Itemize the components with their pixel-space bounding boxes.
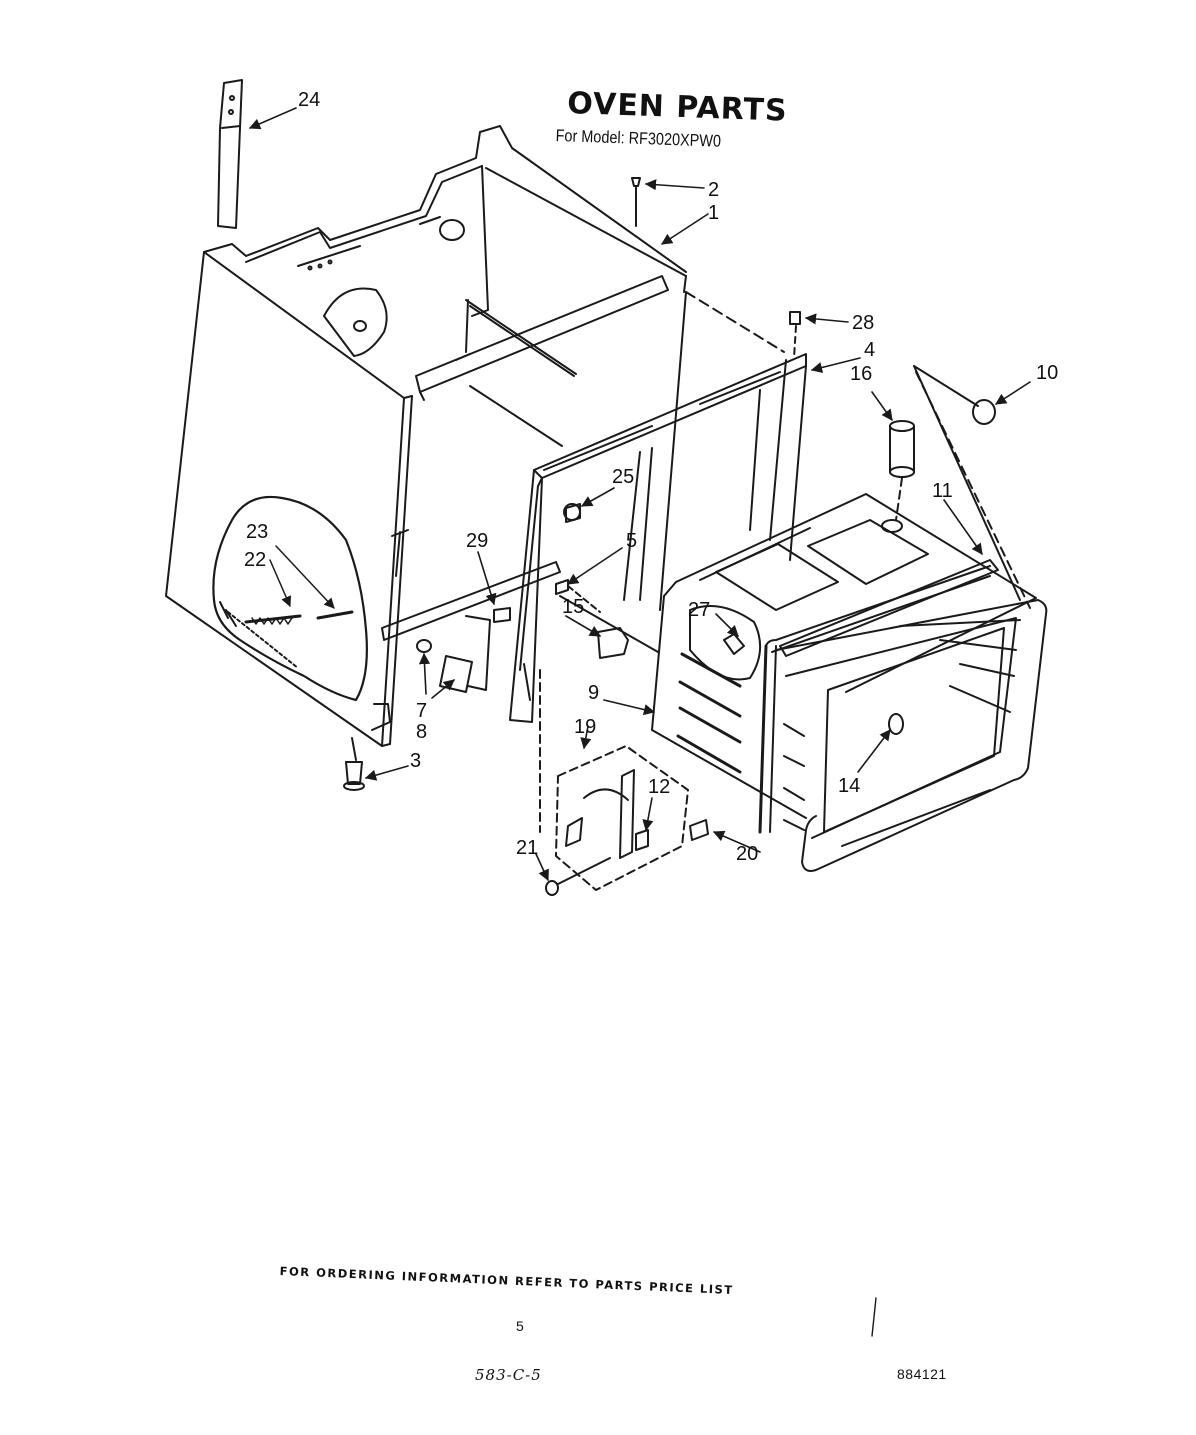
callout-22: 22 [244, 549, 267, 571]
callout-2: 2 [708, 179, 720, 201]
part-16-tube [889, 420, 915, 521]
part-19-latch [539, 669, 709, 896]
callout-4: 4 [864, 339, 876, 361]
margin-mark [871, 1297, 877, 1337]
part-11-shield [779, 559, 999, 657]
callout-arrows [248, 107, 1031, 882]
callout-16: 16 [850, 363, 873, 385]
handwritten-code: 583-C-5 [475, 1366, 542, 1384]
callout-12: 12 [648, 776, 671, 798]
callout-15: 15 [562, 596, 585, 618]
callout-23: 23 [246, 521, 269, 543]
cutaway-springs [212, 495, 368, 702]
callout-24: 24 [298, 89, 321, 111]
callout-29: 29 [466, 530, 489, 552]
callout-3: 3 [410, 750, 422, 772]
callout-19: 19 [574, 716, 597, 738]
document-code: 884121 [897, 1366, 947, 1382]
callout-11: 11 [932, 480, 953, 502]
callout-10: 10 [1036, 362, 1059, 384]
callout-9: 9 [588, 682, 600, 704]
callout-14: 14 [838, 775, 861, 797]
hardware [343, 177, 801, 791]
callout-20: 20 [736, 843, 759, 865]
cabinet-body [165, 125, 787, 761]
callout-28: 28 [852, 312, 875, 334]
callout-1: 1 [708, 202, 720, 224]
callout-5: 5 [626, 530, 638, 552]
callout-27: 27 [688, 599, 711, 621]
front-frame [509, 353, 807, 723]
callout-21: 21 [516, 837, 539, 859]
page-number: 5 [516, 1318, 524, 1334]
callout-8: 8 [416, 721, 428, 743]
oven-liner [651, 493, 1048, 872]
callout-7: 7 [416, 700, 428, 722]
part-10-disc [913, 365, 1031, 609]
part-24-strip [217, 79, 243, 229]
callout-25: 25 [612, 466, 635, 488]
